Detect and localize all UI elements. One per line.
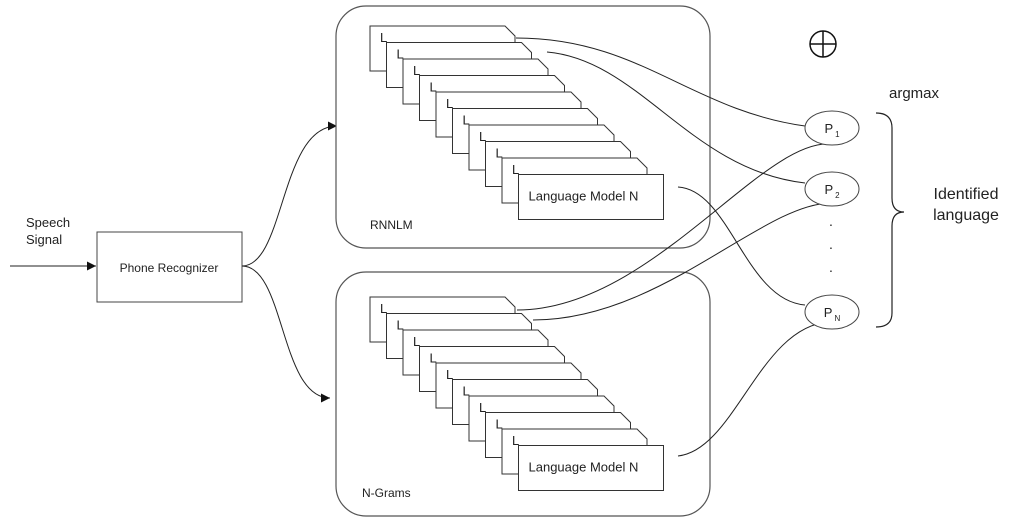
wire-rnnlm-last-to-pn xyxy=(677,186,806,306)
wire-ngram-second-to-p2 xyxy=(532,202,831,321)
output-node-p1-sub: 1 xyxy=(835,130,840,139)
ngram-model-card-10: Language Model N xyxy=(518,445,664,491)
output-node-p1-main: P xyxy=(824,121,833,136)
rnnlm-model-card-letter-4: L xyxy=(430,80,437,95)
wire-ngram-last-to-pn xyxy=(677,321,831,457)
rnnlm-model-card-10: Language Model N xyxy=(518,174,664,220)
rnnlm-model-card-letter-6: L xyxy=(463,113,470,128)
speech-signal-label: Speech Signal xyxy=(26,215,70,247)
arrow-to-ngrams xyxy=(241,265,331,403)
output-node-p2-main: P xyxy=(824,182,833,197)
output-node-p2-sub: 2 xyxy=(835,191,840,200)
ngram-model-card-letter-4: L xyxy=(430,351,437,366)
arrow-to-rnnlm xyxy=(241,121,338,267)
phone-recognizer-label: Phone Recognizer xyxy=(120,261,219,275)
ngram-model-card-letter-3: L xyxy=(413,334,420,349)
circle-plus-icon xyxy=(809,30,837,58)
ellipsis-dot-1: . xyxy=(829,213,833,229)
ngram-model-card-letter-5: L xyxy=(446,367,453,382)
wire-ngram-top-to-p1 xyxy=(516,143,831,311)
rnnlm-model-card-shape-10 xyxy=(518,174,664,220)
ellipsis-dot-2: . xyxy=(829,236,833,252)
ngram-model-card-letter-1: L xyxy=(380,301,387,316)
output-node-pn-main: P xyxy=(824,305,833,320)
wire-rnnlm-top-to-p1 xyxy=(515,37,806,127)
ngram-model-card-shape-10 xyxy=(518,445,664,491)
output-node-pn-sub: N xyxy=(834,314,840,323)
ellipsis-dot-3: . xyxy=(829,259,833,275)
ngram-model-card-letter-8: L xyxy=(496,417,503,432)
rnnlm-label: RNNLM xyxy=(370,218,413,232)
ngrams-label: N-Grams xyxy=(362,486,411,500)
rnnlm-model-card-letter-1: L xyxy=(380,30,387,45)
identified-language-line2: language xyxy=(933,207,999,224)
rnnlm-model-card-letter-7: L xyxy=(479,129,486,144)
rnnlm-model-card-letter-3: L xyxy=(413,63,420,78)
ngram-model-card-letter-2: L xyxy=(397,318,404,333)
ngram-model-card-letter-9: L xyxy=(512,433,519,448)
rnnlm-model-card-letter-2: L xyxy=(397,47,404,62)
output-node-pn-shape xyxy=(804,294,860,330)
ngram-model-card-letter-7: L xyxy=(479,400,486,415)
argmax-brace xyxy=(875,112,905,328)
argmax-label: argmax xyxy=(889,85,940,102)
identified-language-line1: Identified xyxy=(934,186,999,203)
phone-recognizer-box xyxy=(96,231,243,303)
rnnlm-model-card-label: Language Model N xyxy=(529,189,639,204)
node-ellipsis: . . . xyxy=(829,213,833,275)
rnnlm-model-card-letter-8: L xyxy=(496,146,503,161)
output-node-p2-shape xyxy=(804,171,860,207)
output-node-p1-shape xyxy=(804,110,860,146)
rnnlm-model-card-letter-5: L xyxy=(446,96,453,111)
speech-signal-line1: Speech xyxy=(26,215,70,230)
speech-signal-line2: Signal xyxy=(26,232,62,247)
rnnlm-model-card-letter-9: L xyxy=(512,162,519,177)
ngram-model-card-letter-6: L xyxy=(463,384,470,399)
ngram-model-card-label: Language Model N xyxy=(529,460,639,475)
